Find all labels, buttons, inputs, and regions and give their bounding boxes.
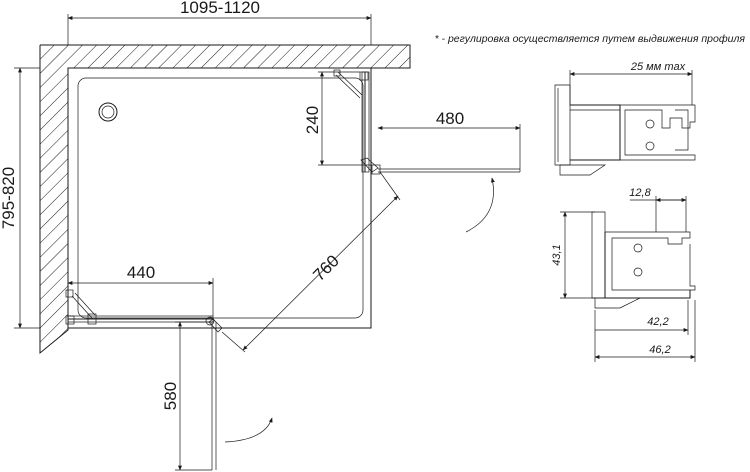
wall-top [40,44,411,69]
dim-door-bottom-label: 580 [161,382,180,410]
drain-outer-icon [98,102,118,122]
profile-bottom-dim-inner: 42,2 [647,316,668,328]
dim-door-right: 480 [377,109,521,172]
dim-diagonal-label: 760 [309,251,342,284]
dim-fixed-right-label: 240 [303,106,322,134]
profile-bottom-dim-outer: 46,2 [649,344,670,356]
bottom-glass-panel [65,289,223,470]
dim-width-label: 1095-1120 [180,0,260,17]
drain-inner-icon [101,105,115,119]
right-glass-panel [333,69,520,175]
dim-depth: 795-820 [0,67,40,329]
profile-detail-bottom: 12,8 43,1 42,2 46,2 [551,187,696,362]
dim-depth-label: 795-820 [0,167,18,229]
dim-door-right-label: 480 [436,109,464,128]
dim-fixed-bottom: 440 [67,263,214,316]
adjustment-note: * - регулировка осуществляется путем выд… [435,33,746,45]
profile-bottom-dim-top: 12,8 [629,187,651,199]
dim-door-bottom: 580 [161,321,212,471]
dim-diagonal: 760 [221,171,401,353]
dim-width: 1095-1120 [67,0,372,45]
profile-top-dim: 25 мм max [630,61,686,73]
dim-fixed-bottom-label: 440 [127,263,155,282]
wall-left [39,45,69,355]
shower-tray [67,67,372,329]
swing-arrow-right-icon [465,177,495,233]
swing-arrow-bottom-icon [224,417,273,443]
profile-detail-top: 25 мм max [554,61,696,176]
dim-fixed-right: 240 [303,71,372,166]
profile-bottom-dim-height: 43,1 [551,244,563,265]
